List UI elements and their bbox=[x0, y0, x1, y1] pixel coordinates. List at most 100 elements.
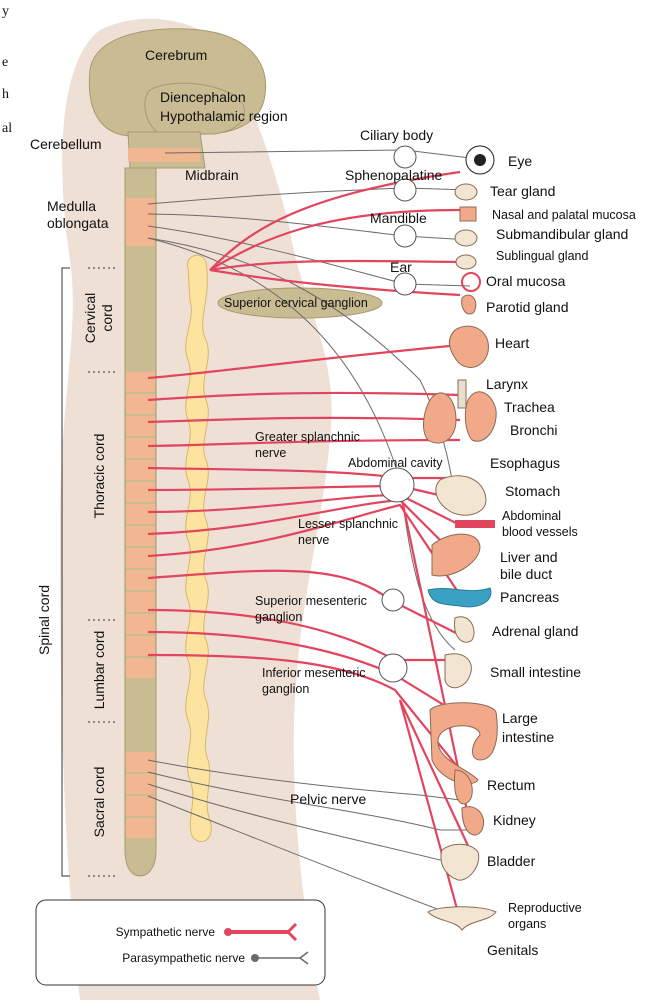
cord-segment bbox=[126, 548, 155, 568]
liver-shape bbox=[432, 534, 480, 576]
label-midbrain: Midbrain bbox=[185, 167, 239, 183]
label-oral-mucosa: Oral mucosa bbox=[486, 273, 566, 289]
edge-text-3: h bbox=[2, 87, 9, 102]
sublingual-shape bbox=[456, 255, 476, 269]
label-stomach: Stomach bbox=[505, 483, 560, 499]
edge-text-4: al bbox=[2, 121, 12, 136]
label-rectum: Rectum bbox=[487, 777, 535, 793]
cord-segment bbox=[126, 526, 155, 546]
label-large-intestine-2: intestine bbox=[502, 729, 554, 745]
cord-segment bbox=[126, 504, 155, 524]
parotid-shape bbox=[462, 295, 476, 314]
kidney-shape bbox=[462, 807, 484, 835]
organ-shapes bbox=[424, 146, 498, 930]
label-eye: Eye bbox=[508, 153, 532, 169]
vessel-shape bbox=[455, 520, 495, 528]
cord-segment bbox=[126, 482, 155, 502]
tear-gland-shape bbox=[455, 184, 477, 200]
label-greater-splanchnic-1: Greater splanchnic bbox=[255, 430, 360, 444]
label-superior-cervical: Superior cervical ganglion bbox=[224, 296, 368, 310]
label-abdominal-cavity: Abdominal cavity bbox=[348, 456, 443, 470]
label-small-intestine: Small intestine bbox=[490, 664, 581, 680]
label-sphenopalatine: Sphenopalatine bbox=[345, 167, 443, 183]
label-hypothalamic: Hypothalamic region bbox=[160, 108, 288, 124]
trachea-shape bbox=[458, 380, 466, 408]
label-reproductive-1: Reproductive bbox=[508, 901, 582, 915]
label-abdominal-vessels-2: blood vessels bbox=[502, 525, 578, 539]
label-parotid: Parotid gland bbox=[486, 299, 569, 315]
nasal-mucosa-shape bbox=[460, 207, 476, 221]
label-cerebellum: Cerebellum bbox=[30, 136, 102, 152]
stomach-shape bbox=[436, 476, 486, 515]
adrenal-shape bbox=[455, 617, 474, 642]
cord-segment bbox=[126, 636, 155, 656]
label-lumbar: Lumbar cord bbox=[91, 631, 107, 710]
label-mandible: Mandible bbox=[370, 210, 427, 226]
large-intestine-shape bbox=[430, 703, 497, 784]
label-superior-mesenteric-1: Superior mesenteric bbox=[255, 594, 367, 608]
label-large-intestine-1: Large bbox=[502, 710, 538, 726]
label-cerebrum: Cerebrum bbox=[145, 47, 207, 63]
label-sacral: Sacral cord bbox=[91, 767, 107, 838]
oral-mucosa-shape bbox=[462, 273, 480, 291]
label-medulla-1: Medulla bbox=[47, 198, 96, 214]
pancreas-shape bbox=[428, 588, 491, 607]
reproductive-shape bbox=[428, 907, 496, 930]
label-bronchi: Bronchi bbox=[510, 422, 557, 438]
label-nasal-mucosa: Nasal and palatal mucosa bbox=[492, 208, 636, 222]
label-pelvic-nerve: Pelvic nerve bbox=[290, 791, 366, 807]
label-larynx: Larynx bbox=[486, 376, 528, 392]
label-abdominal-vessels-1: Abdominal bbox=[502, 509, 561, 523]
label-diencephalon: Diencephalon bbox=[160, 89, 246, 105]
cord-segment bbox=[126, 438, 155, 458]
ganglion-circles bbox=[379, 146, 416, 682]
label-esophagus: Esophagus bbox=[490, 455, 560, 471]
label-cervical-2: cord bbox=[99, 304, 115, 331]
midbrain-segment bbox=[128, 148, 200, 162]
label-sublingual: Sublingual gland bbox=[496, 249, 588, 263]
cord-segment bbox=[126, 394, 155, 414]
label-kidney: Kidney bbox=[493, 812, 536, 828]
label-medulla-2: oblongata bbox=[47, 215, 109, 231]
cord-segment bbox=[126, 818, 155, 838]
label-cervical-1: Cervical bbox=[82, 293, 98, 344]
label-lesser-splanchnic-1: Lesser splanchnic bbox=[298, 517, 398, 531]
cord-segment bbox=[126, 372, 155, 392]
label-inferior-mesenteric-2: ganglion bbox=[262, 682, 309, 696]
label-liver-1: Liver and bbox=[500, 549, 558, 565]
cord-segment bbox=[126, 796, 155, 816]
label-greater-splanchnic-2: nerve bbox=[255, 446, 286, 460]
cord-segment bbox=[126, 774, 155, 794]
legend-sympathetic-label: Sympathetic nerve bbox=[116, 925, 216, 939]
label-ear: Ear bbox=[390, 259, 412, 275]
heart-shape bbox=[449, 326, 488, 367]
label-thoracic: Thoracic cord bbox=[91, 434, 107, 519]
label-heart: Heart bbox=[495, 335, 529, 351]
cord-segment bbox=[126, 570, 155, 590]
cord-segment bbox=[126, 752, 155, 772]
edge-text-1: y bbox=[2, 4, 9, 19]
label-submandibular: Submandibular gland bbox=[496, 226, 628, 242]
label-reproductive-2: organs bbox=[508, 917, 546, 931]
submandibular-shape bbox=[455, 230, 477, 246]
cord-segment bbox=[126, 658, 155, 678]
label-trachea: Trachea bbox=[504, 399, 555, 415]
cord-segment bbox=[126, 460, 155, 480]
label-liver-2: bile duct bbox=[500, 566, 552, 582]
label-genitals: Genitals bbox=[487, 942, 538, 958]
label-adrenal: Adrenal gland bbox=[492, 623, 578, 639]
label-bladder: Bladder bbox=[487, 853, 536, 869]
label-pancreas: Pancreas bbox=[500, 589, 559, 605]
edge-text-2: e bbox=[2, 55, 8, 70]
legend-parasympathetic-label: Parasympathetic nerve bbox=[122, 951, 245, 965]
legend: Sympathetic nerve Parasympathetic nerve bbox=[36, 900, 325, 985]
label-tear-gland: Tear gland bbox=[490, 183, 555, 199]
cord-segment bbox=[126, 416, 155, 436]
label-superior-mesenteric-2: ganglion bbox=[255, 610, 302, 624]
label-lesser-splanchnic-2: nerve bbox=[298, 533, 329, 547]
label-ciliary: Ciliary body bbox=[360, 127, 433, 143]
label-spinal-cord: Spinal cord bbox=[36, 585, 52, 655]
small-intestine-shape bbox=[445, 654, 471, 688]
label-inferior-mesenteric-1: Inferior mesenteric bbox=[262, 666, 366, 680]
